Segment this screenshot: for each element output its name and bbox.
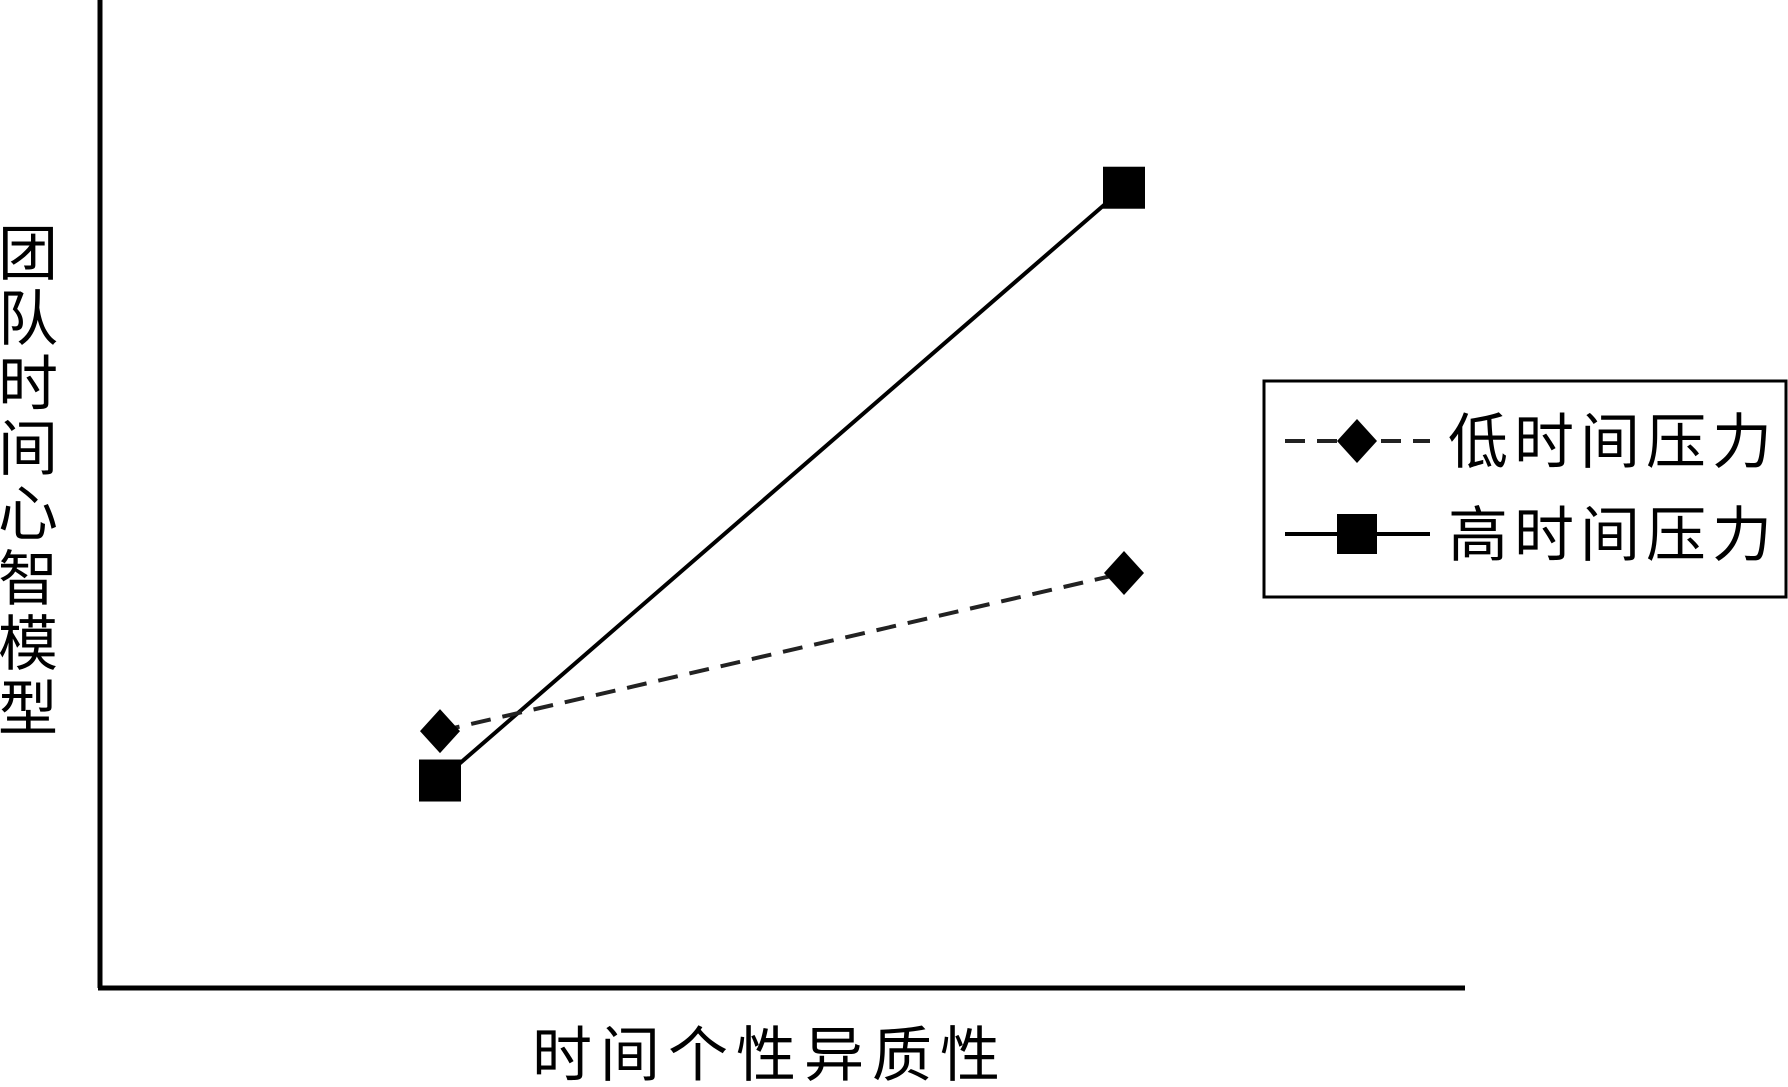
legend-box: [1262, 379, 1788, 599]
legend-item-0: 低时间压力: [1285, 408, 1778, 478]
series-1: [419, 166, 1145, 802]
series-0: [420, 551, 1144, 754]
marker-square-1-0: [419, 759, 461, 802]
legend-diamond-icon: [1337, 419, 1377, 463]
legend-label-0: 低时间压力: [1448, 408, 1778, 478]
x-axis-title: 时间个性异质性: [532, 1021, 1008, 1087]
marker-square-1-1: [1103, 166, 1145, 209]
legend-square-icon: [1337, 514, 1377, 554]
series-line-1: [438, 186, 1126, 783]
legend-item-1: 高时间压力: [1285, 501, 1778, 571]
legend-label-1: 高时间压力: [1448, 501, 1778, 571]
marker-diamond-0-0: [420, 709, 460, 754]
series-layer: [419, 166, 1145, 802]
marker-diamond-0-1: [1104, 551, 1144, 596]
y-axis-title: 团队时间心智模型: [0, 220, 58, 745]
series-line-0: [439, 571, 1125, 734]
